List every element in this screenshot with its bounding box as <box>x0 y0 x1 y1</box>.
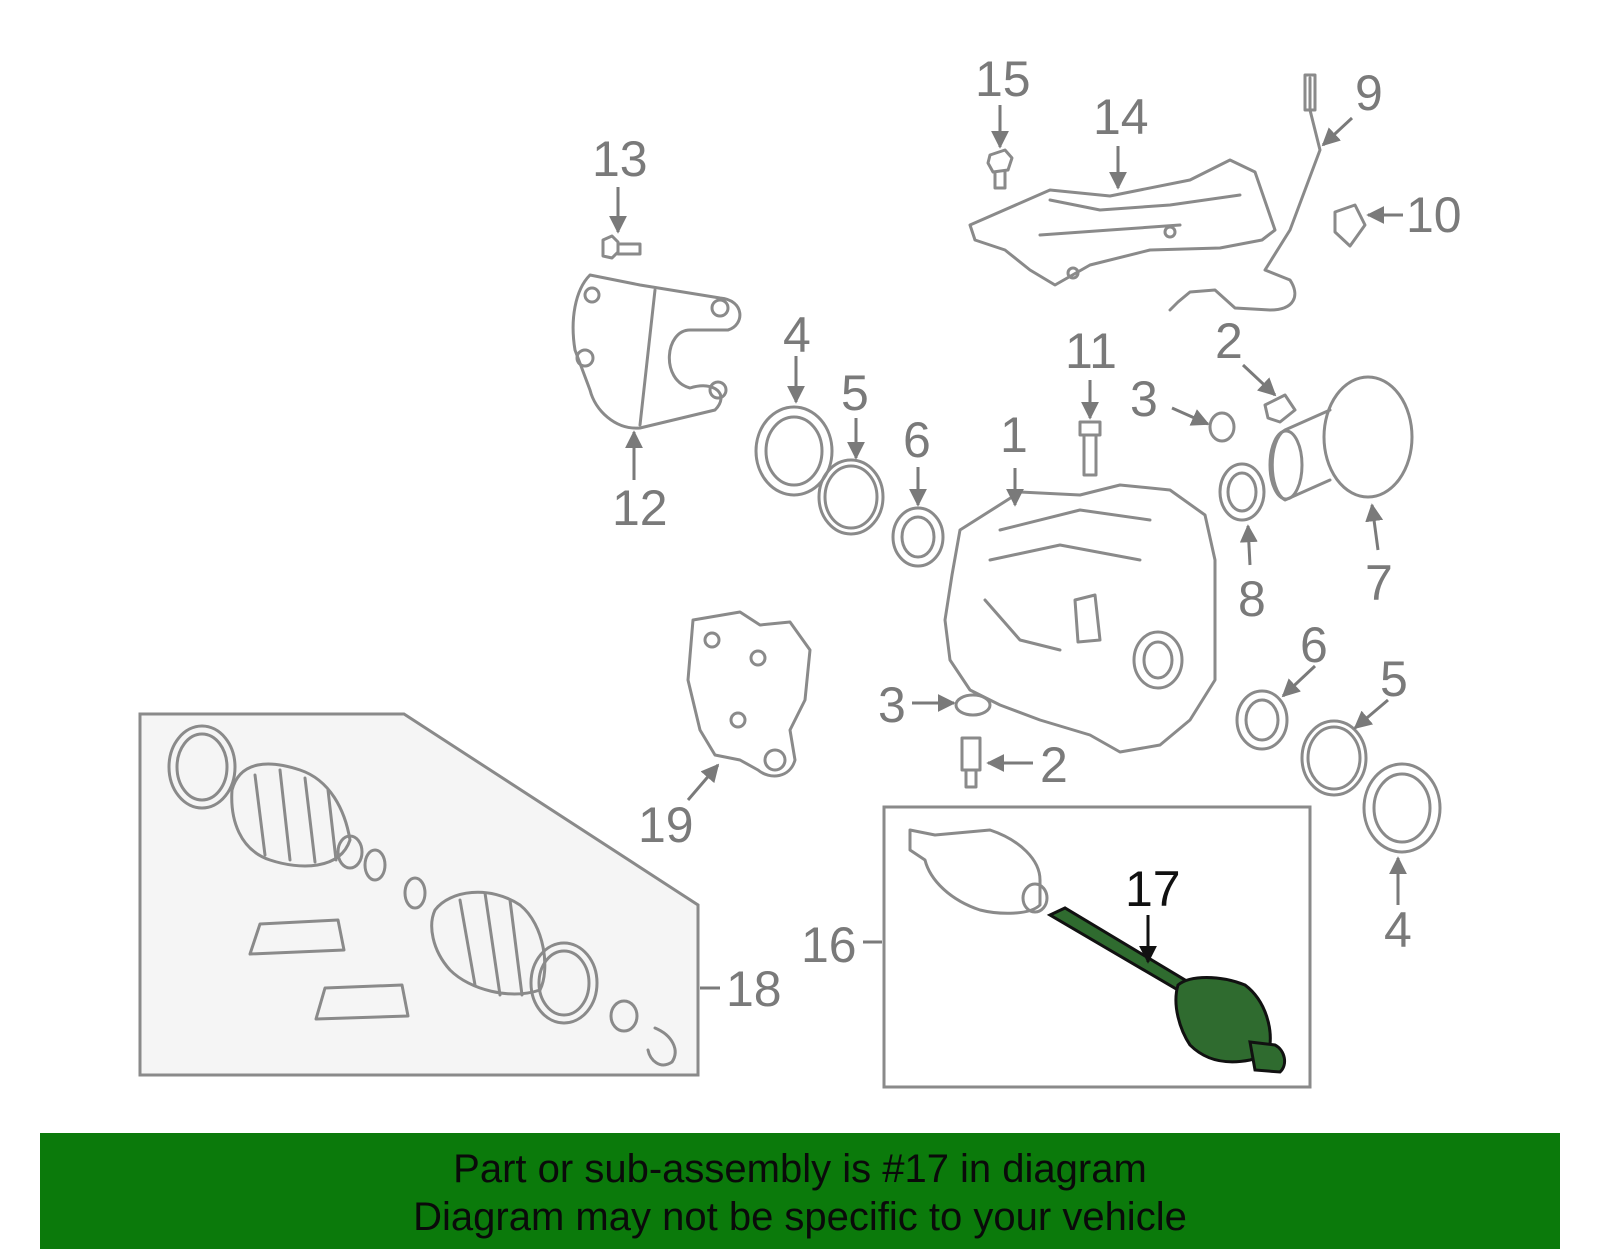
callout-6b: 6 <box>1300 617 1328 673</box>
leader-2a <box>1241 363 1277 397</box>
part-9-vent-tube <box>1168 73 1322 312</box>
callout-2b: 2 <box>1040 737 1068 793</box>
leader-8 <box>1239 524 1258 566</box>
part-3-lower-washer <box>954 693 992 717</box>
callout-11: 11 <box>1065 323 1117 379</box>
callout-12: 12 <box>612 480 668 536</box>
part-6-right-seal <box>1235 689 1289 751</box>
callout-1: 1 <box>1000 407 1028 463</box>
part-1-differential-housing <box>943 483 1217 754</box>
leader-3a <box>1171 406 1210 426</box>
leader-7 <box>1365 503 1384 551</box>
notice-banner: Part or sub-assembly is #17 in diagram D… <box>40 1133 1560 1249</box>
callout-7: 7 <box>1365 555 1393 611</box>
callout-17: 17 <box>1125 861 1181 917</box>
part-10-clip <box>1333 203 1367 248</box>
callout-18: 18 <box>726 961 782 1017</box>
part-5-left-shim <box>817 458 885 536</box>
callout-14: 14 <box>1093 89 1149 145</box>
part-3-upper-washer <box>1208 411 1236 443</box>
callout-13: 13 <box>592 131 648 187</box>
part-14-heat-shield <box>968 158 1277 287</box>
part-6-left-seal <box>891 506 945 568</box>
cv-boot-kit-box <box>138 712 700 1077</box>
part-8-seal-inner <box>1226 471 1258 513</box>
part-13-bolt <box>601 234 642 260</box>
leader-19 <box>686 763 720 801</box>
callout-3b: 3 <box>878 677 906 733</box>
callout-4b: 4 <box>1384 902 1412 958</box>
part-8-seal <box>1218 462 1266 522</box>
leader-6b <box>1281 664 1317 698</box>
part-19-mount <box>686 610 812 778</box>
callout-10: 10 <box>1406 187 1462 243</box>
callout-4a: 4 <box>783 307 811 363</box>
callout-16: 16 <box>801 917 857 973</box>
callout-3a: 3 <box>1130 371 1158 427</box>
callout-8: 8 <box>1238 571 1266 627</box>
leader-5b <box>1353 698 1389 730</box>
part-7-flange <box>1268 375 1414 502</box>
callout-5b: 5 <box>1380 651 1408 707</box>
callout-15: 15 <box>975 51 1031 107</box>
part-2-lower-plug <box>960 736 982 789</box>
banner-line-1: Part or sub-assembly is #17 in diagram <box>453 1147 1147 1191</box>
part-4-right-seal <box>1362 762 1442 854</box>
callout-19: 19 <box>638 797 694 853</box>
leader-9 <box>1321 116 1354 147</box>
callout-5a: 5 <box>841 365 869 421</box>
part-2-upper-plug <box>1263 393 1297 424</box>
part-12-bracket <box>571 273 742 430</box>
banner-line-2: Diagram may not be specific to your vehi… <box>413 1195 1187 1239</box>
part-17-axle-shaft[interactable] <box>1046 906 1287 1074</box>
callout-6a: 6 <box>903 412 931 468</box>
part-5-right-shim <box>1300 719 1368 797</box>
callout-9: 9 <box>1355 65 1383 121</box>
part-4-left-seal <box>754 405 834 497</box>
part-11-bolt <box>1078 420 1102 477</box>
part-15-bolt <box>986 148 1014 190</box>
callout-2a: 2 <box>1215 313 1243 369</box>
